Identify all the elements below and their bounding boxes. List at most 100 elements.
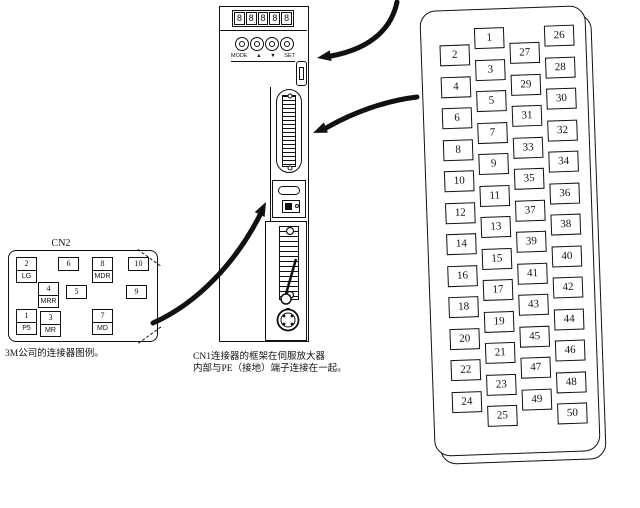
arrow-to-cn1 <box>323 94 420 131</box>
cn1-caption-line2: 内部与PE（接地）端子连接在一起。 <box>193 364 347 374</box>
segment-display: 8 8 8 8 8 <box>232 10 294 27</box>
cn1-pin-12: 12 <box>444 201 476 224</box>
cn1-pin-34: 34 <box>548 150 579 173</box>
cn1-pin-18: 18 <box>448 296 479 319</box>
cn1-pin-48: 48 <box>555 370 587 393</box>
cn1-pin-24: 24 <box>451 390 483 413</box>
cn1-connector <box>276 89 302 173</box>
cn1-pin-39: 39 <box>516 230 547 253</box>
cn2-unit-switch-knob <box>285 203 292 210</box>
display-digit: 8 <box>257 12 269 25</box>
cn1-pin-1: 1 <box>473 27 505 50</box>
cn1-pin-2: 2 <box>439 44 471 67</box>
cn2-pin-5: 5 <box>66 285 87 299</box>
connector-bay-divider <box>270 87 271 221</box>
cn1-pin-32: 32 <box>547 119 578 142</box>
arrowhead-to-cn1 <box>313 122 328 133</box>
cn1-pin-47: 47 <box>520 356 552 379</box>
cn2-caption: 3M公司的连接器图例。 <box>5 349 104 359</box>
button-label: SET <box>284 53 295 59</box>
battery-compartment <box>265 221 307 341</box>
cn1-pin-42: 42 <box>552 276 584 299</box>
servo-amplifier: 8 8 8 8 8 MODE ▲ ▼ SET <box>219 6 309 342</box>
cn1-pin-5: 5 <box>476 90 507 113</box>
panel-button-set <box>280 37 294 51</box>
panel-button-up <box>250 37 264 51</box>
cn1-pin-46: 46 <box>554 339 586 362</box>
cn1-pin-8: 8 <box>442 138 474 161</box>
cn2-unit-led <box>295 204 299 208</box>
cn1-pin-11: 11 <box>479 184 511 207</box>
cn1-pin-23: 23 <box>485 373 517 396</box>
cn1-pin-19: 19 <box>483 310 515 333</box>
cn1-pin-4: 4 <box>440 75 472 98</box>
cn1-pin-30: 30 <box>546 87 577 110</box>
display-digit: 8 <box>245 12 257 25</box>
arrowhead-to-panel <box>317 50 332 61</box>
cn3-port <box>296 61 307 86</box>
cn1-pin-16: 16 <box>447 264 478 287</box>
cn1-pin-7: 7 <box>477 121 508 144</box>
cn1-connector-pins-hatch <box>282 95 296 167</box>
cn1-pin-36: 36 <box>549 182 581 205</box>
cn1-pin-9: 9 <box>478 153 510 176</box>
cn1-pin-25: 25 <box>487 404 518 427</box>
cn1-pin-27: 27 <box>509 41 541 64</box>
cn1-pin-20: 20 <box>449 327 481 350</box>
cn1-pin-44: 44 <box>553 307 585 331</box>
cn1-pin-43: 43 <box>518 293 549 316</box>
cn2-unit <box>272 180 306 218</box>
cn2-pin-6: 6 <box>58 257 79 271</box>
cn1-pin-31: 31 <box>511 104 543 127</box>
cn2-pin-9: 9 <box>126 285 147 299</box>
cn1-pin-22: 22 <box>450 359 482 382</box>
cn1-pin-37: 37 <box>514 199 546 222</box>
button-label: ▼ <box>270 53 276 59</box>
cn1-pin-40: 40 <box>551 245 583 268</box>
cn1-pin-3: 3 <box>474 58 506 81</box>
cn1-pin-29: 29 <box>510 73 542 96</box>
cn1-pin-15: 15 <box>481 247 513 270</box>
cn2-pin-10: 10 <box>128 257 149 271</box>
cn3-port-slot <box>299 67 304 80</box>
display-digit: 8 <box>269 12 281 25</box>
cn1-pin-13: 13 <box>480 215 512 239</box>
button-dot <box>238 40 245 47</box>
cn1-pin-35: 35 <box>513 167 545 190</box>
display-digit: 8 <box>281 12 292 25</box>
cn1-pin-33: 33 <box>512 136 544 159</box>
button-label-underline <box>231 61 295 62</box>
cn1-pin-17: 17 <box>482 278 514 301</box>
cn1-pin-21: 21 <box>484 341 516 364</box>
panel-button-mode <box>235 37 249 51</box>
button-label: ▲ <box>256 53 262 59</box>
display-digit: 8 <box>234 12 245 25</box>
cn1-pin-45: 45 <box>519 325 551 348</box>
arrow-to-panel <box>328 0 400 59</box>
button-dot <box>283 40 290 47</box>
cn1-pin-14: 14 <box>446 233 477 256</box>
button-label-row: MODE ▲ ▼ SET <box>231 53 295 59</box>
cn2-title: CN2 <box>51 238 71 249</box>
cn1-pin-50: 50 <box>557 402 588 425</box>
panel-button-down <box>265 37 279 51</box>
cn1-pin-6: 6 <box>441 107 473 130</box>
cn1-pin-38: 38 <box>550 213 582 236</box>
cn1-pin-26: 26 <box>543 24 575 47</box>
cn1-pin-41: 41 <box>517 262 548 285</box>
button-dot <box>253 40 260 47</box>
cn1-pin-10: 10 <box>443 170 475 193</box>
cn1-pin-49: 49 <box>521 388 553 411</box>
cn1-caption-line1: CN1连接器的框架在伺服放大器 <box>193 352 325 362</box>
button-dot <box>268 40 275 47</box>
cn1-pin-28: 28 <box>544 56 576 79</box>
